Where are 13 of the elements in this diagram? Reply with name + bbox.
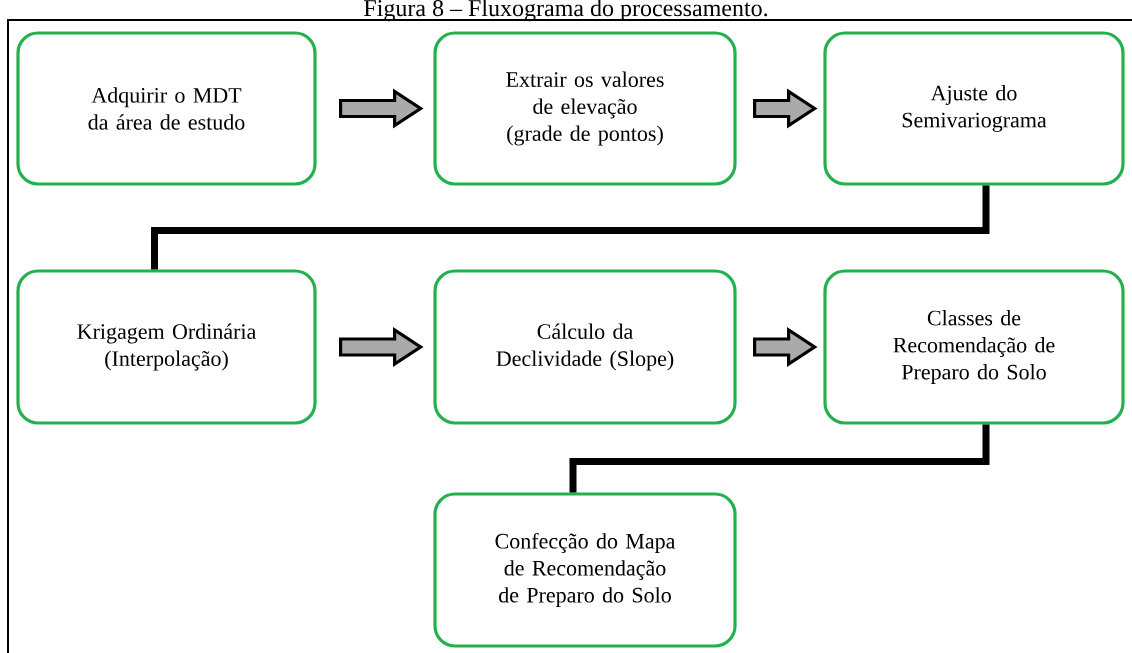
process-box: Adquirir o MDT da área de estudo [16, 31, 317, 186]
block-arrow [339, 327, 424, 367]
block-arrow [753, 88, 818, 129]
figure-title: Figura 8 – Fluxograma do processamento. [364, 0, 768, 22]
process-box: Krigagem Ordinária (Interpolação) [16, 269, 317, 425]
process-box: Cálculo da Declividade (Slope) [433, 269, 737, 425]
block-arrow [339, 88, 424, 129]
process-box: Classes de Recomendação de Preparo do Solo [823, 269, 1125, 425]
process-box: Ajuste do Semivariograma [823, 31, 1125, 186]
block-arrow [753, 327, 818, 367]
process-box: Extrair os valores de elevação (grade de pontos) [433, 31, 737, 186]
process-box: Confecção do Mapa de Recomendação de Preparo do Solo [433, 492, 737, 648]
connector-line [151, 185, 990, 270]
